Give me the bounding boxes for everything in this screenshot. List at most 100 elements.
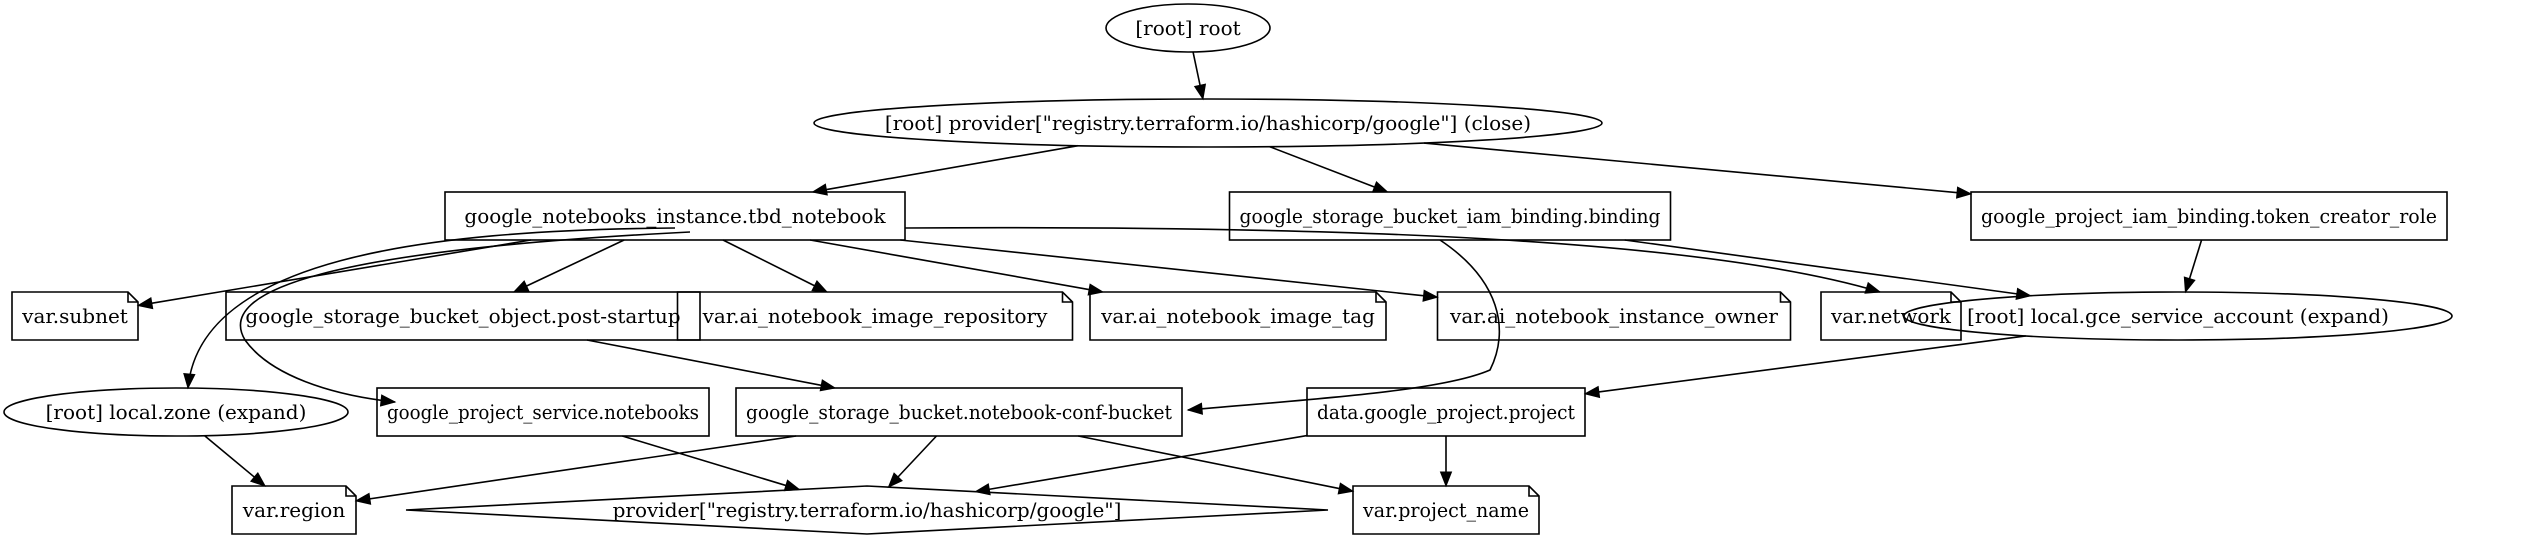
edge-conf-bucket-to-provider-arrowhead: [887, 472, 903, 489]
edge-notebook-to-instance-owner-line: [900, 239, 1426, 297]
node-network-label: var.network: [1830, 304, 1952, 328]
node-token-role: google_project_iam_binding.token_creator…: [1970, 191, 2448, 241]
edge-conf-bucket-to-provider-line: [896, 435, 938, 479]
node-image-tag-note: [1089, 291, 1387, 341]
edge-gce-sa-to-project-data-arrowhead: [1583, 385, 1601, 399]
node-provider-close-ellipse: [813, 98, 1603, 148]
graph-edges: [136, 51, 2203, 505]
edge-notebook-to-zone-line: [187, 227, 676, 389]
node-project-data-label: data.google_project.project: [1317, 400, 1575, 424]
edge-zone-to-region: [203, 435, 267, 487]
edge-notebook-to-subnet-line: [149, 239, 532, 305]
edge-project-data-to-provider-arrowhead: [974, 483, 991, 496]
node-svc-notebooks-label: google_project_service.notebooks: [387, 400, 699, 424]
node-subnet: var.subnet: [11, 291, 139, 341]
edge-root-to-provider-close: [1192, 51, 1207, 101]
node-notebook: google_notebooks_instance.tbd_notebook: [444, 191, 906, 241]
node-provider-close: [root] provider["registry.terraform.io/h…: [813, 98, 1603, 148]
edge-gce-sa-to-project-data: [1583, 335, 2026, 399]
node-root-ellipse: [1105, 3, 1271, 53]
edge-iam-binding-to-gce-sa-line: [1624, 239, 2019, 295]
node-image-tag: var.ai_notebook_image_tag: [1089, 291, 1387, 341]
edge-notebook-to-image-tag-line: [809, 239, 1092, 291]
node-region-note: [231, 485, 357, 535]
edge-post-startup-to-conf-bucket-arrowhead: [819, 379, 837, 392]
edge-notebook-to-post-startup-arrowhead: [512, 280, 530, 293]
edge-project-data-to-provider: [974, 434, 1308, 496]
node-image-tag-label: var.ai_notebook_image_tag: [1100, 304, 1375, 328]
edge-notebook-to-network-line: [904, 226, 1881, 293]
edge-conf-bucket-to-provider: [887, 435, 938, 489]
node-network-note: [1820, 291, 1962, 341]
node-gce-sa-ellipse: [1903, 291, 2453, 341]
edge-project-data-to-project-name: [1439, 436, 1453, 488]
edge-zone-to-region-line: [203, 435, 257, 479]
node-gce-sa: [root] local.gce_service_account (expand…: [1903, 291, 2453, 341]
edge-notebook-to-instance-owner-arrowhead: [1422, 289, 1439, 302]
edge-conf-bucket-to-region: [354, 435, 797, 505]
node-zone: [root] local.zone (expand): [3, 387, 349, 437]
node-subnet-label: var.subnet: [21, 304, 128, 328]
edge-root-to-provider-close-arrowhead: [1193, 83, 1207, 101]
node-region-note-fold: [345, 486, 356, 497]
edge-post-startup-to-conf-bucket-line: [586, 339, 824, 387]
node-post-startup: google_storage_bucket_object.post-startu…: [225, 291, 701, 341]
node-provider-diamond: [405, 485, 1329, 535]
edge-notebook-to-network: [904, 226, 1882, 294]
edge-notebook-to-image-repo-line: [722, 239, 817, 288]
node-post-startup-box: [225, 291, 701, 341]
node-root: [root] root: [1105, 3, 1271, 53]
edge-svc-notebooks-to-provider-line: [622, 435, 789, 487]
edge-conf-bucket-to-project-name-arrowhead: [1337, 482, 1355, 495]
node-zone-label: [root] local.zone (expand): [46, 400, 307, 424]
node-zone-ellipse: [3, 387, 349, 437]
node-provider-label: provider["registry.terraform.io/hashicor…: [613, 498, 1122, 522]
node-region: var.region: [231, 485, 357, 535]
node-instance-owner-note-fold: [1779, 292, 1791, 303]
node-notebook-label: google_notebooks_instance.tbd_notebook: [464, 204, 886, 228]
edge-notebook-to-subnet: [136, 239, 532, 310]
node-project-name: var.project_name: [1352, 485, 1540, 535]
edge-token-role-to-gce-sa: [2183, 239, 2203, 294]
node-iam-binding-label: google_storage_bucket_iam_binding.bindin…: [1240, 204, 1661, 228]
node-post-startup-label: google_storage_bucket_object.post-startu…: [245, 304, 680, 328]
edge-notebook-to-image-tag: [809, 239, 1105, 296]
edge-conf-bucket-to-region-arrowhead: [354, 492, 372, 505]
edge-conf-bucket-to-region-line: [367, 435, 797, 500]
node-project-name-note-fold: [1528, 486, 1539, 497]
edge-svc-notebooks-to-provider: [622, 435, 801, 492]
node-gce-sa-label: [root] local.gce_service_account (expand…: [1967, 304, 2389, 328]
edge-notebook-to-zone-arrowhead: [183, 372, 196, 390]
edge-notebook-to-image-repo-arrowhead: [811, 279, 829, 293]
edge-conf-bucket-to-project-name-line: [1078, 435, 1342, 490]
edge-iam-binding-to-gce-sa-arrowhead: [2015, 287, 2033, 300]
node-project-data: data.google_project.project: [1306, 387, 1586, 437]
node-instance-owner-note: [1436, 291, 1792, 341]
edge-provider-close-to-token-role-line: [1423, 142, 1960, 194]
edge-notebook-to-zone: [183, 227, 676, 390]
edge-provider-close-to-iam-binding-arrowhead: [1371, 180, 1389, 193]
node-network: var.network: [1820, 291, 1962, 341]
edge-provider-close-to-notebook: [811, 144, 1079, 196]
edge-provider-close-to-iam-binding-line: [1269, 145, 1377, 189]
node-conf-bucket-label: google_storage_bucket.notebook-conf-buck…: [746, 400, 1172, 424]
edge-iam-binding-to-conf-bucket: [1186, 239, 1501, 415]
edge-notebook-to-post-startup: [512, 239, 625, 293]
node-notebook-box: [444, 191, 906, 241]
node-image-tag-note-fold: [1375, 292, 1386, 303]
node-project-name-label: var.project_name: [1362, 498, 1529, 522]
node-svc-notebooks: google_project_service.notebooks: [376, 387, 710, 437]
edge-notebook-to-svc-notebooks-arrowhead: [379, 394, 397, 407]
edge-iam-binding-to-conf-bucket-arrowhead: [1186, 402, 1203, 415]
node-root-label: [root] root: [1135, 16, 1240, 40]
edge-post-startup-to-conf-bucket: [586, 339, 837, 392]
node-conf-bucket-box: [735, 387, 1183, 437]
edge-root-to-provider-close-line: [1192, 51, 1202, 88]
node-project-data-box: [1306, 387, 1586, 437]
edge-project-data-to-project-name-arrowhead: [1439, 471, 1453, 488]
node-instance-owner-label: var.ai_notebook_instance_owner: [1449, 304, 1778, 328]
edge-notebook-to-svc-notebooks-line: [239, 231, 691, 403]
node-subnet-note: [11, 291, 139, 341]
node-image-repo-label: var.ai_notebook_image_repository: [702, 304, 1049, 328]
graph-nodes: [root] root [root] provider["registry.ter…: [3, 3, 2453, 535]
